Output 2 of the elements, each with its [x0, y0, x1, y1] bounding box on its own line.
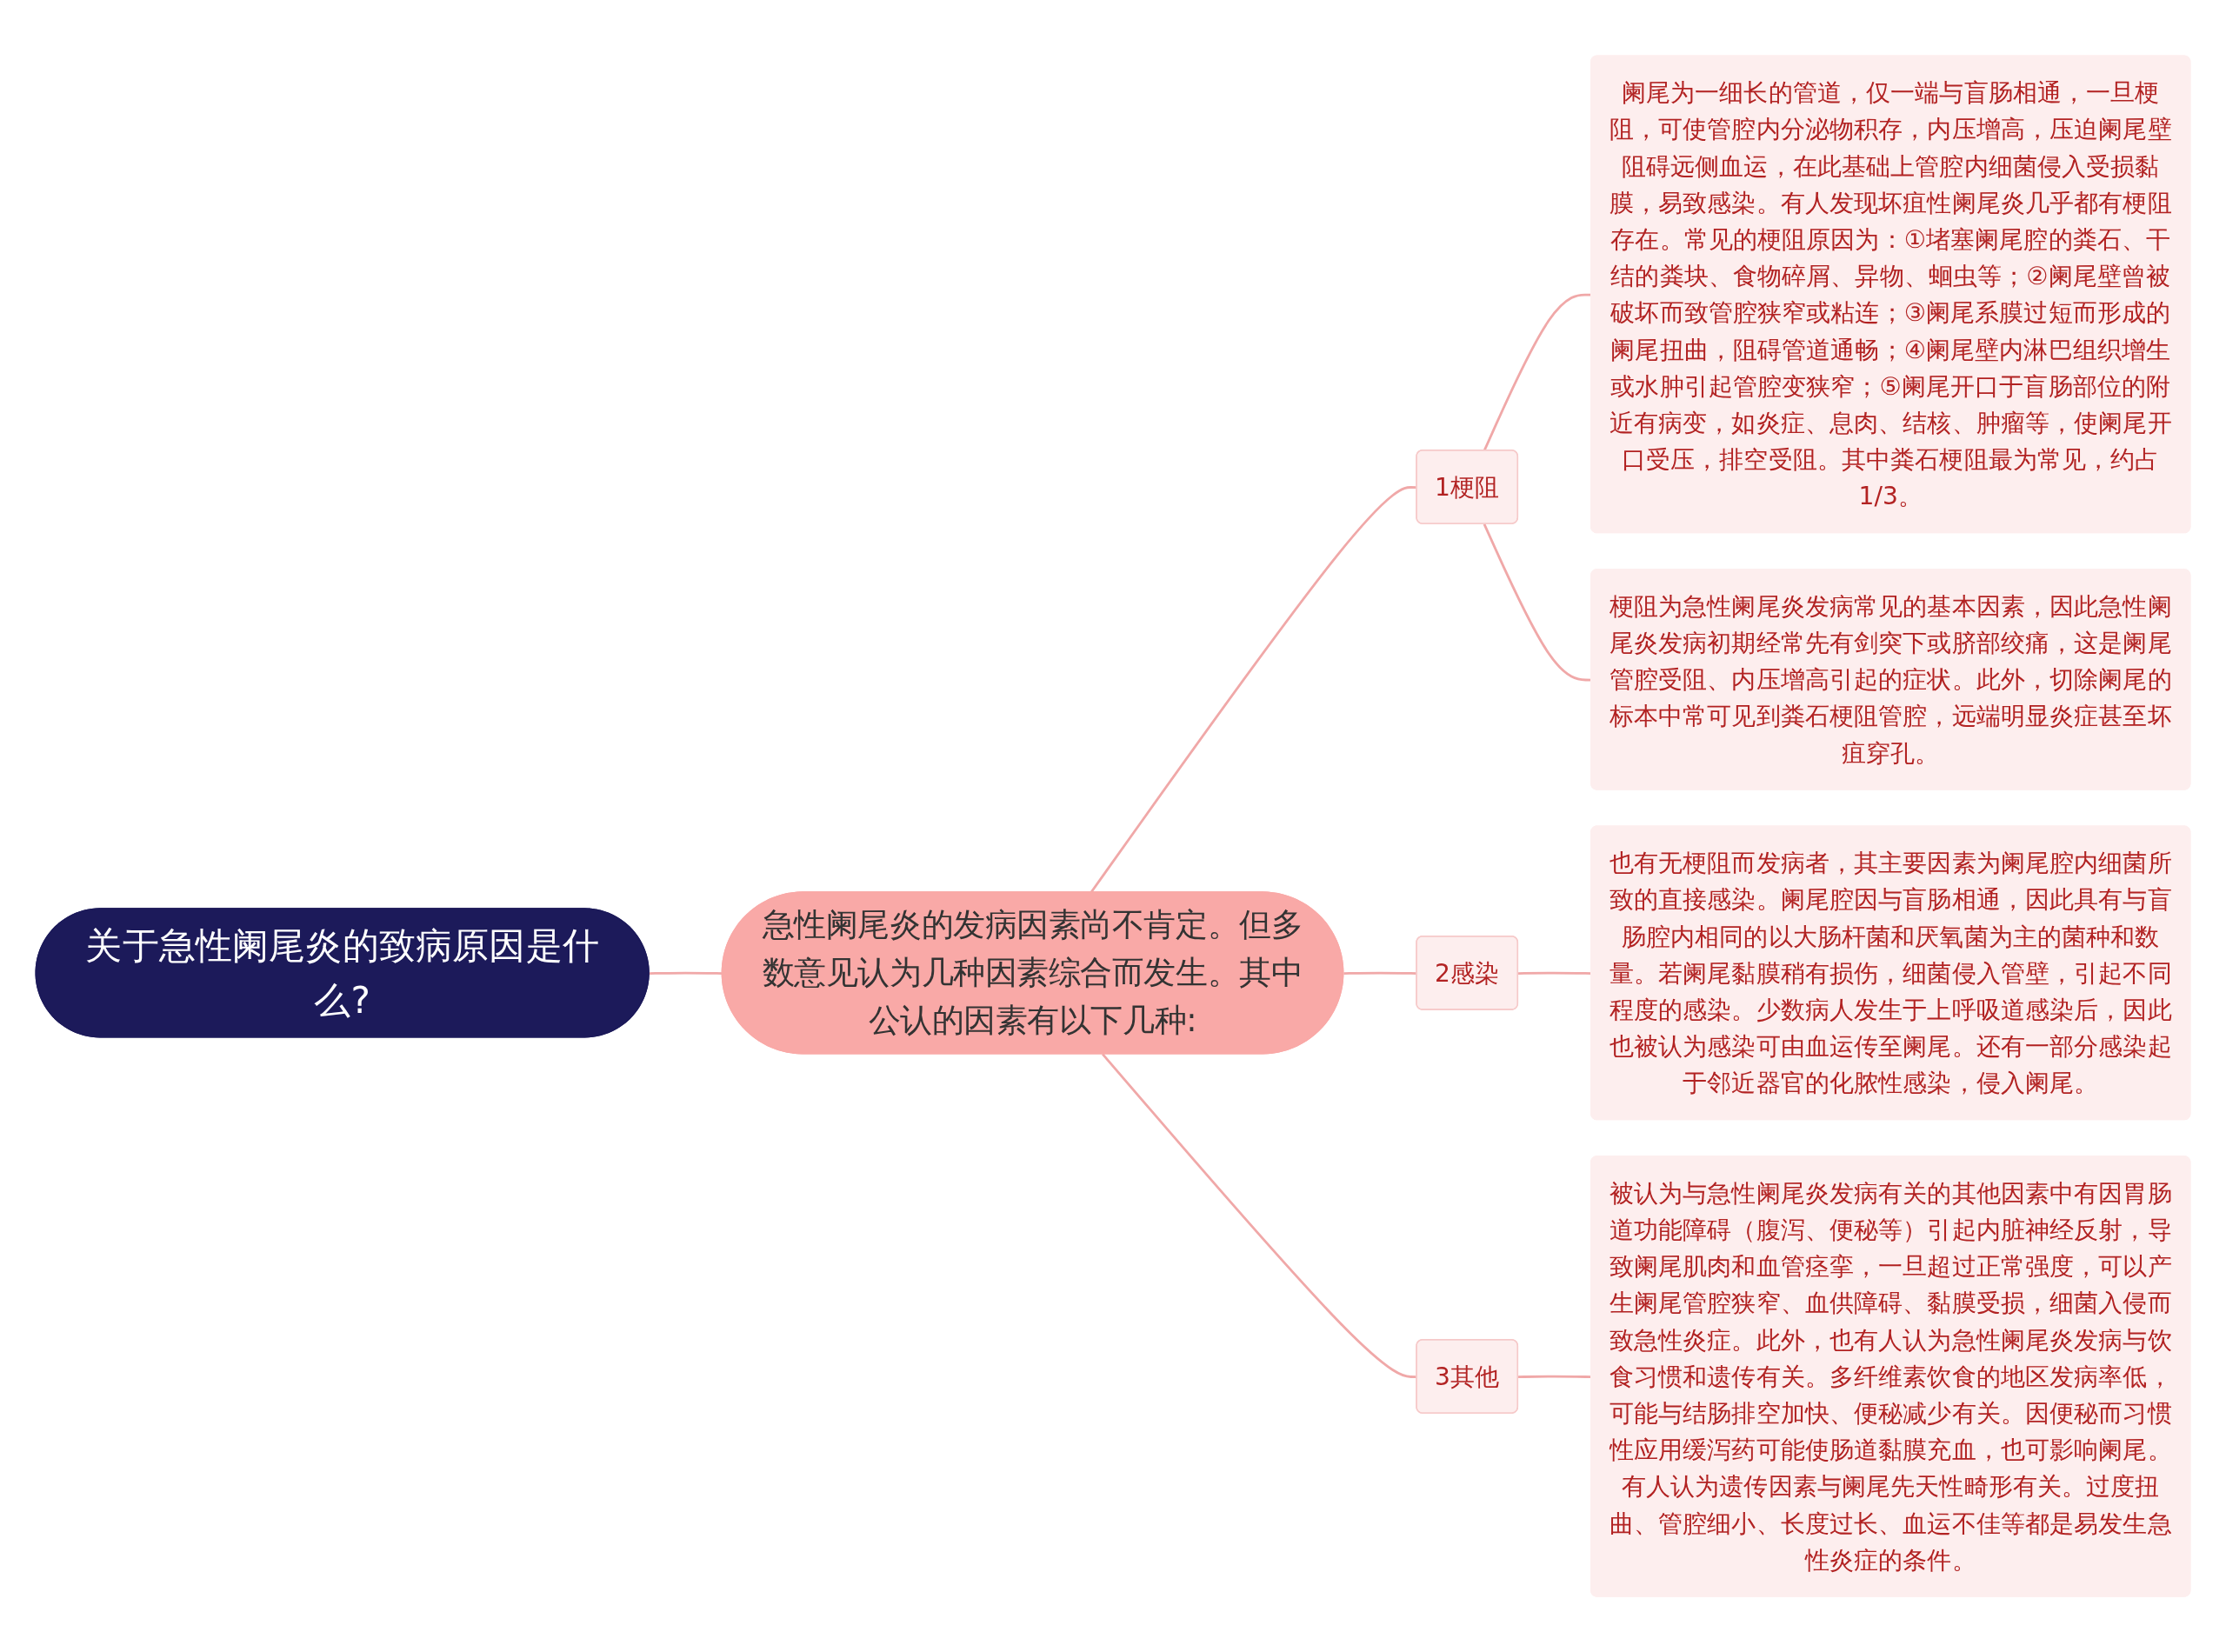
connector	[1343, 971, 1417, 975]
connector	[1102, 1053, 1417, 1378]
